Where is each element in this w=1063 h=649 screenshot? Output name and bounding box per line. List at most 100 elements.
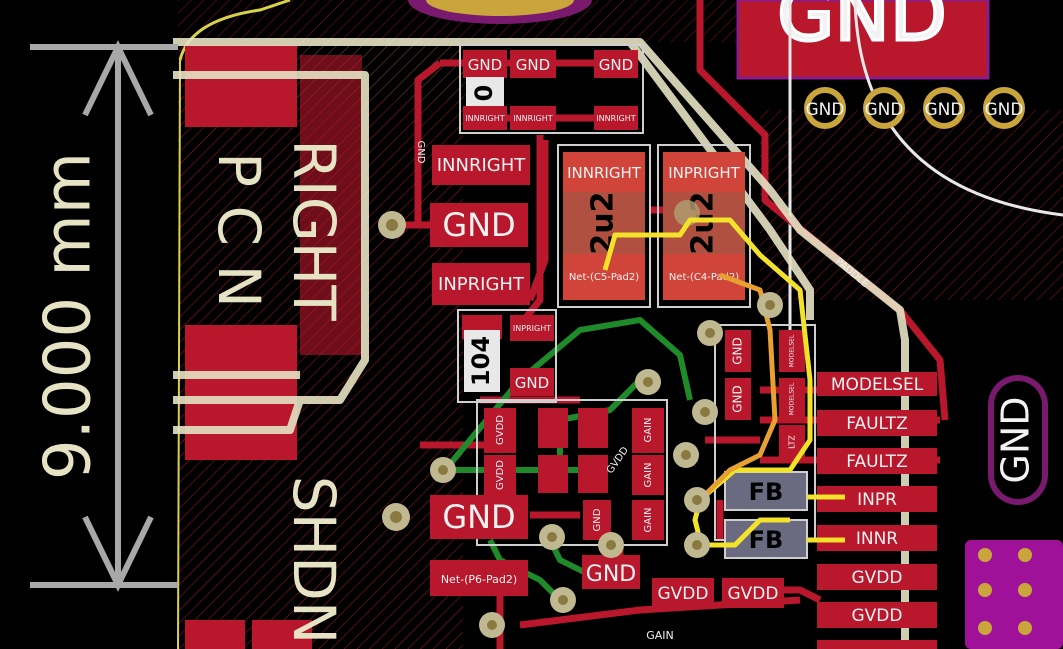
pad-modelsel-v2[interactable] bbox=[779, 378, 805, 420]
connector-pad-4 bbox=[252, 620, 312, 649]
pad-gnd-v2[interactable] bbox=[725, 378, 751, 420]
pad-faultz-v-label: LTZ bbox=[788, 435, 797, 449]
cap-c5-pad-bottom[interactable] bbox=[563, 254, 645, 300]
pad-gain-2[interactable] bbox=[632, 455, 664, 495]
pad-innright-label: INNRIGHT bbox=[437, 155, 527, 176]
pad-gvdd-b1[interactable] bbox=[652, 578, 714, 608]
pad-grid-1[interactable] bbox=[538, 408, 568, 448]
resistor-104-outline bbox=[457, 309, 557, 403]
pad-gain-3-label: GAIN bbox=[643, 507, 654, 532]
gold-pad-top-inner bbox=[426, 0, 574, 16]
pad-gnd-2-label: GND bbox=[516, 56, 550, 74]
pad-faultz-2-label: FAULTZ bbox=[846, 452, 907, 472]
gnd-via-2-label: GND bbox=[865, 100, 904, 120]
pad-innright-small-2-label: INNRIGHT bbox=[513, 114, 552, 123]
connector-pad-5 bbox=[300, 55, 362, 355]
pad-gvdd-b2[interactable] bbox=[722, 578, 784, 608]
pad-gain-1-label: GAIN bbox=[643, 417, 654, 442]
pad-modelsel[interactable] bbox=[817, 372, 937, 396]
pad-innright-small-3[interactable] bbox=[594, 106, 638, 130]
pad-gnd-left-label: GND bbox=[442, 498, 515, 536]
pad-gvdd-b2-label: GVDD bbox=[728, 584, 779, 604]
pad-faultz-2[interactable] bbox=[817, 448, 937, 474]
pad-gvdd-1-label: GVDD bbox=[495, 415, 506, 445]
pad-gnd-small-label: GND bbox=[515, 374, 549, 392]
pad-gnd-left[interactable] bbox=[430, 495, 528, 539]
pad-modelsel-v1-label: MODELSEL bbox=[789, 334, 796, 367]
silk-text-pcn: P C N bbox=[205, 152, 273, 308]
pad-gvdd-r1[interactable] bbox=[817, 564, 937, 590]
component-outline-gain bbox=[476, 399, 668, 546]
copper-zone-right bbox=[760, 110, 1063, 300]
gnd-via-4-label: GND bbox=[985, 100, 1024, 120]
pad-inpright[interactable] bbox=[432, 263, 530, 305]
pad-gnd-3[interactable] bbox=[594, 50, 638, 78]
connector-pad-1 bbox=[185, 45, 297, 127]
gnd-via-group: GND GND GND GND bbox=[804, 87, 1025, 129]
pad-inpright-small[interactable] bbox=[510, 315, 554, 341]
pad-innright-small-1[interactable] bbox=[463, 106, 507, 130]
board-outline-arc bbox=[853, 0, 1063, 217]
pad-innright-small-1-label: INNRIGHT bbox=[465, 114, 504, 123]
pad-faultz-1-label: FAULTZ bbox=[846, 414, 907, 434]
cap-c4-pad-top[interactable] bbox=[663, 152, 745, 192]
pad-gvdd-r1-label: GVDD bbox=[852, 568, 903, 588]
pad-gnd-v3-label: GND bbox=[592, 508, 603, 531]
gnd-via-3-label: GND bbox=[925, 100, 964, 120]
pad-gnd-2[interactable] bbox=[510, 50, 556, 78]
vias bbox=[378, 211, 783, 638]
resistor-top-body[interactable] bbox=[466, 77, 504, 109]
cap-c5-top-label: INNRIGHT bbox=[567, 164, 642, 182]
silk-lines bbox=[173, 38, 909, 649]
pad-gnd-bottom[interactable] bbox=[582, 555, 640, 589]
pad-gnd-small[interactable] bbox=[510, 368, 554, 396]
pad-gvdd-2[interactable] bbox=[484, 455, 516, 495]
fb-1[interactable] bbox=[724, 471, 808, 511]
pad-gain-1[interactable] bbox=[632, 408, 664, 453]
pad-grid-3[interactable] bbox=[538, 455, 568, 493]
silk-text-right: RIGHT bbox=[280, 139, 348, 321]
pad-gnd-mid[interactable] bbox=[430, 203, 528, 247]
connector-pad-3 bbox=[185, 620, 245, 649]
pad-innr-label: INNR bbox=[856, 529, 898, 549]
pad-gvdd-1[interactable] bbox=[484, 408, 516, 453]
cap-c5-net-label: Net-(C5-Pad2) bbox=[569, 272, 639, 283]
cap-c5-value: 2u2 bbox=[586, 191, 621, 254]
cap-c5-pad-top[interactable] bbox=[563, 152, 645, 192]
pad-gnd-bottom-label: GND bbox=[586, 562, 636, 587]
pad-net-p6[interactable] bbox=[430, 560, 528, 596]
pad-innright[interactable] bbox=[432, 145, 530, 185]
resistor-104-body[interactable] bbox=[464, 330, 500, 392]
pad-grid-2[interactable] bbox=[578, 408, 608, 448]
cap-c5-outline bbox=[557, 144, 651, 308]
silk-text-shdn: SHDN bbox=[280, 476, 348, 644]
resistor-top-value: 0 bbox=[470, 85, 498, 102]
pad-modelsel-label: MODELSEL bbox=[831, 375, 924, 395]
pad-gain-3[interactable] bbox=[632, 500, 664, 540]
pad-gnd-v1[interactable] bbox=[725, 330, 751, 372]
gain-trace-label: GAIN bbox=[646, 629, 674, 642]
purple-pad bbox=[965, 540, 1063, 649]
pad-net-p6-label: Net-(P6-Pad2) bbox=[441, 573, 517, 586]
pad-gnd-3-label: GND bbox=[599, 56, 633, 74]
pad-modelsel-v1[interactable] bbox=[779, 330, 805, 372]
pad-gvdd-2-label: GVDD bbox=[495, 460, 506, 490]
cap-c5-body[interactable] bbox=[563, 192, 645, 254]
pad-inpr-label: INPR bbox=[857, 490, 897, 510]
pad-gnd-v2-label: GND bbox=[731, 385, 745, 413]
pad-gnd-v1-label: GND bbox=[731, 337, 745, 365]
gnd-oval-label: GND bbox=[994, 396, 1038, 483]
cap-c4-top-label: INPRIGHT bbox=[668, 164, 740, 182]
pad-grid-4[interactable] bbox=[578, 455, 608, 493]
pad-gnd-1[interactable] bbox=[463, 50, 507, 78]
gnd-side-label: GND bbox=[415, 141, 426, 164]
pad-innright-small-2[interactable] bbox=[510, 106, 556, 130]
pad-gvdd-r2[interactable] bbox=[817, 602, 937, 628]
pad-faultz-1[interactable] bbox=[817, 410, 937, 436]
pad-modelsel-v2-label: MODELSEL bbox=[789, 382, 796, 415]
gnd-big-pad[interactable] bbox=[736, 0, 990, 80]
pad-gvdd-b1-label: GVDD bbox=[658, 584, 709, 604]
gvdd-trace-label: GVDD bbox=[605, 445, 631, 476]
gnd-big-label: GND bbox=[777, 0, 947, 58]
